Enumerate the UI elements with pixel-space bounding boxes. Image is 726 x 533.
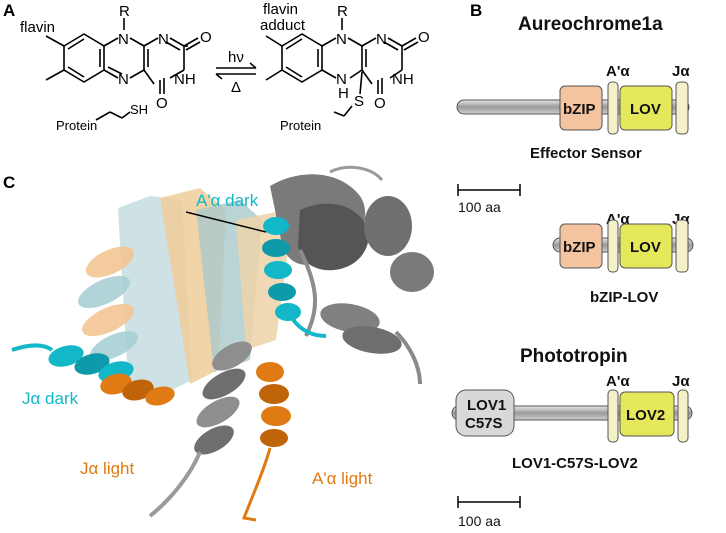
photo-lov1-label-line1: LOV1: [467, 397, 506, 414]
scale-bar-bottom-label: 100 aa: [458, 513, 501, 529]
adduct-n5: N: [336, 71, 347, 88]
adduct-r-group: R: [337, 3, 348, 20]
aureo-a-alpha-helix: [607, 81, 619, 135]
aureo-a-alpha-label: A'α: [606, 63, 630, 80]
protein-label-right: Protein: [280, 118, 321, 133]
light-symbol: hν: [228, 49, 244, 66]
aureochrome-title: Aureochrome1a: [518, 14, 663, 35]
scale-bar-top-label: 100 aa: [458, 199, 501, 215]
flavin-label: flavin: [20, 19, 55, 36]
panel-c-letter: C: [3, 173, 15, 192]
pale-helix-left: [78, 246, 139, 361]
photo-lov1-domain: [455, 389, 515, 437]
label-a-alpha-light: A'α light: [312, 469, 373, 488]
panel-b: B Aureochrome1a A'α Jα bZIP LOV Effector…: [451, 1, 694, 529]
panel-a: A: [3, 1, 430, 133]
adduct-n3h: NH: [392, 71, 414, 88]
photo-j-alpha-label: Jα: [672, 373, 690, 390]
dark-symbol: Δ: [231, 79, 241, 96]
photo-a-alpha-label: A'α: [606, 373, 630, 390]
panel-c: C: [3, 165, 434, 522]
bzip-lov-caption: bZIP-LOV: [590, 289, 658, 306]
label-a-alpha-dark: A'α dark: [196, 191, 259, 210]
flavin-n3h: NH: [174, 71, 196, 88]
adduct-h5: H: [338, 85, 349, 102]
adduct-n10: N: [336, 31, 347, 48]
orange-j-alpha-light-helix: [100, 373, 175, 406]
adduct-structure: [265, 18, 419, 117]
panel-a-letter: A: [3, 1, 15, 20]
flavin-n5: N: [118, 71, 129, 88]
scale-bar-top: [457, 184, 521, 196]
adduct-label-line1: flavin: [263, 1, 298, 18]
panel-b-letter: B: [470, 1, 482, 20]
aureo-lov-label: LOV: [630, 101, 661, 118]
bziplov-j-alpha-helix: [675, 219, 689, 273]
protein-sh-bonds: [95, 111, 131, 121]
protein-cartoon: [11, 165, 434, 522]
bzip-lov-domain-diagram: [552, 219, 694, 273]
bziplov-bzip-label: bZIP: [563, 239, 596, 256]
bziplov-a-alpha-helix: [607, 219, 619, 273]
photo-lov2-domain: [619, 391, 675, 437]
photo-lov1-label-line2: C57S: [465, 415, 503, 432]
aureo-j-alpha-label: Jα: [672, 63, 690, 80]
label-j-alpha-dark: Jα dark: [22, 389, 79, 408]
adduct-label-line2: adduct: [260, 17, 306, 34]
bziplov-lov-domain: [619, 223, 673, 269]
flavin-o2: O: [200, 29, 212, 46]
adduct-n1: N: [376, 31, 387, 48]
bziplov-lov-label: LOV: [630, 239, 661, 256]
phototropin-title: Phototropin: [520, 346, 628, 367]
grey-domain: [270, 165, 434, 385]
protein-sh: SH: [130, 102, 148, 117]
grey-central-helix: [148, 341, 252, 518]
flavin-n10: N: [118, 31, 129, 48]
label-j-alpha-light: Jα light: [80, 459, 135, 478]
flavin-r-group: R: [119, 3, 130, 20]
a-alpha-dark-pointer: [185, 211, 267, 233]
phototropin-domain-diagram: [451, 389, 693, 443]
orange-a-alpha-light-helix: [241, 362, 291, 522]
flavin-structure: [45, 18, 201, 94]
cyan-a-alpha-dark-helix: [262, 217, 327, 338]
flavin-n1: N: [158, 31, 169, 48]
bziplov-bzip-domain: [559, 223, 603, 269]
aureochrome-domain-diagram: [456, 81, 690, 135]
scale-bar-bottom: [457, 496, 521, 508]
effector-sensor-label: Effector Sensor: [530, 145, 642, 162]
aureo-bzip-domain: [559, 85, 603, 131]
flavin-o4: O: [156, 95, 168, 112]
photo-a-alpha-helix: [607, 389, 619, 443]
aureo-lov-domain: [619, 85, 673, 131]
equilibrium-arrows: [215, 62, 257, 80]
adduct-s: S: [354, 93, 364, 110]
aureo-bzip-label: bZIP: [563, 101, 596, 118]
protein-label-left: Protein: [56, 118, 97, 133]
adduct-o4: O: [374, 95, 386, 112]
photo-j-alpha-helix: [677, 389, 689, 443]
flavin-benzene-ring: [63, 33, 105, 83]
photo-lov2-label: LOV2: [626, 407, 665, 424]
adduct-o2: O: [418, 29, 430, 46]
aureo-j-alpha-helix: [675, 81, 689, 135]
lov1-lov2-caption: LOV1-C57S-LOV2: [512, 455, 638, 472]
